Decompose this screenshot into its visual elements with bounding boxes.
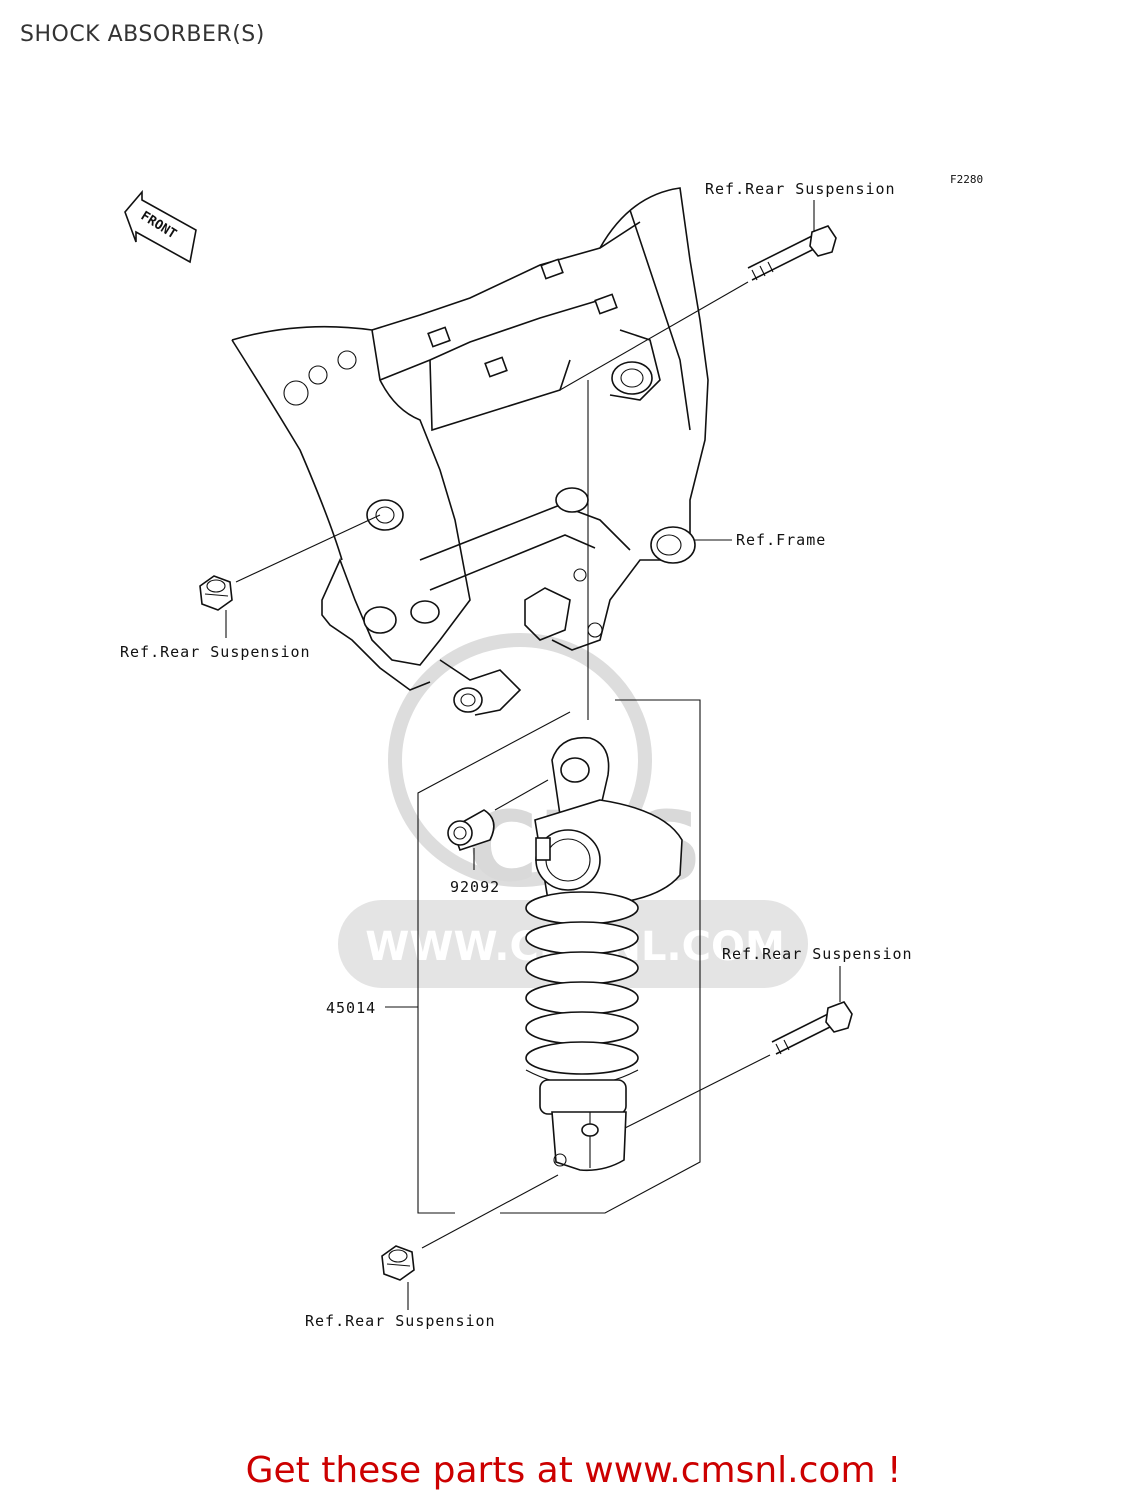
top-bolt-icon (747, 225, 837, 281)
parts-diagram: CMS WWW.CMSNL.COM F2280 FRONT (120, 173, 983, 1330)
collar-icon (447, 809, 495, 852)
frame-assembly (231, 187, 709, 716)
figure-code: F2280 (950, 173, 983, 186)
callout-top-bolt: Ref.Rear Suspension (705, 180, 896, 198)
part-number-shock-absorber[interactable]: 45014 (326, 999, 376, 1017)
assembly-bracket (417, 699, 701, 1214)
shock-absorber-icon (525, 736, 683, 1172)
page-title: SHOCK ABSORBER(S) (20, 22, 265, 47)
callout-lower-bolt: Ref.Rear Suspension (722, 945, 913, 963)
callout-left-nut: Ref.Rear Suspension (120, 643, 311, 661)
bottom-nut-icon (381, 1245, 415, 1281)
cta-link[interactable]: Get these parts at www.cmsnl.com ! (245, 1450, 902, 1491)
callout-frame: Ref.Frame (736, 531, 826, 549)
lower-bolt-icon (771, 1001, 853, 1055)
front-arrow-icon: FRONT (124, 189, 197, 264)
callout-bottom-nut: Ref.Rear Suspension (305, 1312, 496, 1330)
part-number-collar[interactable]: 92092 (450, 878, 500, 896)
left-nut-icon (199, 575, 233, 611)
